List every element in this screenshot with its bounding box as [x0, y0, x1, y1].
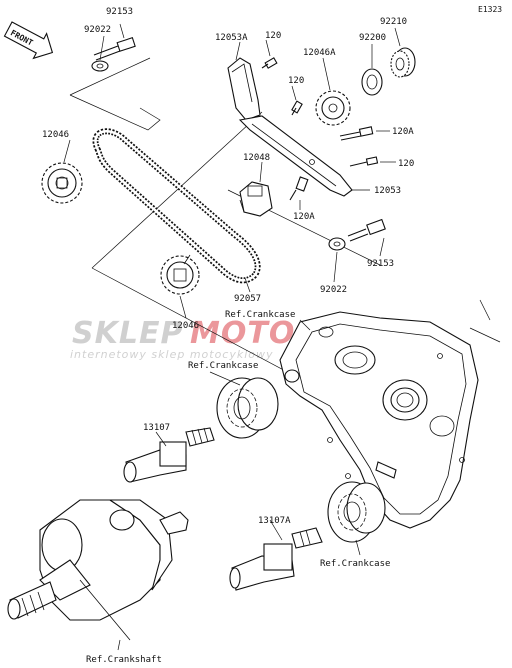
bearing-left — [216, 377, 279, 439]
spacer-92200 — [361, 68, 383, 96]
label-12046-top[interactable]: 12046 — [42, 130, 69, 140]
ref-crankcase-1[interactable]: Ref.Crankcase — [225, 310, 295, 320]
ref-crankcase-3[interactable]: Ref.Crankcase — [320, 559, 390, 569]
bearing-92210 — [390, 47, 416, 78]
diagram-id: E1323 — [478, 5, 502, 14]
label-92022-top[interactable]: 92022 — [84, 25, 111, 35]
bolt-120A-b — [289, 176, 309, 201]
label-12053A[interactable]: 12053A — [215, 33, 248, 43]
crankshaft — [7, 499, 189, 641]
bolt-92153-top — [93, 37, 136, 61]
label-13107[interactable]: 13107 — [143, 423, 170, 433]
ref-crankshaft[interactable]: Ref.Crankshaft — [86, 655, 162, 665]
ref-crankcase-2[interactable]: Ref.Crankcase — [188, 361, 258, 371]
washer-92022-mid — [328, 237, 346, 251]
label-120-a[interactable]: 120 — [265, 31, 281, 41]
washer-92022-top — [91, 60, 109, 72]
label-92153-top[interactable]: 92153 — [106, 7, 133, 17]
bolt-92153-mid — [347, 218, 386, 242]
label-13107A[interactable]: 13107A — [258, 516, 291, 526]
label-12053[interactable]: 12053 — [374, 186, 401, 196]
label-92057[interactable]: 92057 — [234, 294, 261, 304]
bolt-120A-a — [339, 126, 374, 141]
guide-12053 — [238, 115, 353, 197]
bolt-120-b — [291, 100, 303, 116]
bearing-right — [327, 481, 386, 543]
cam-chain-92057 — [92, 128, 261, 284]
shaft-13107A — [229, 527, 323, 591]
watermark: SKLEP MOTO.PL internetowy sklep motocykl… — [70, 316, 349, 361]
bolt-120-a — [261, 57, 278, 69]
front-arrow-icon: FRONT — [3, 21, 54, 60]
guide-12053A — [227, 57, 261, 121]
tensioner-12048 — [239, 181, 273, 217]
leader-lines — [63, 23, 401, 651]
watermark-tagline: internetowy sklep motocyklowy — [70, 348, 274, 361]
label-120-c[interactable]: 120 — [398, 159, 414, 169]
label-120-b[interactable]: 120 — [288, 76, 304, 86]
sprocket-12046A — [315, 90, 351, 126]
bolt-120-c — [349, 156, 379, 167]
crankcase — [279, 311, 479, 529]
shaft-13107 — [123, 427, 215, 483]
label-92153-mid[interactable]: 92153 — [367, 259, 394, 269]
label-92022-mid[interactable]: 92022 — [320, 285, 347, 295]
label-120A-a[interactable]: 120A — [392, 127, 414, 137]
label-12046-bottom[interactable]: 12046 — [172, 321, 199, 331]
label-12046A[interactable]: 12046A — [303, 48, 336, 58]
label-92210[interactable]: 92210 — [380, 17, 407, 27]
label-12048[interactable]: 12048 — [243, 153, 270, 163]
label-120A-b[interactable]: 120A — [293, 212, 315, 222]
sprocket-12046-top — [41, 162, 83, 204]
watermark-brand-left: SKLEP — [72, 316, 183, 351]
sprocket-12046-bottom — [160, 254, 200, 295]
label-92200[interactable]: 92200 — [359, 33, 386, 43]
